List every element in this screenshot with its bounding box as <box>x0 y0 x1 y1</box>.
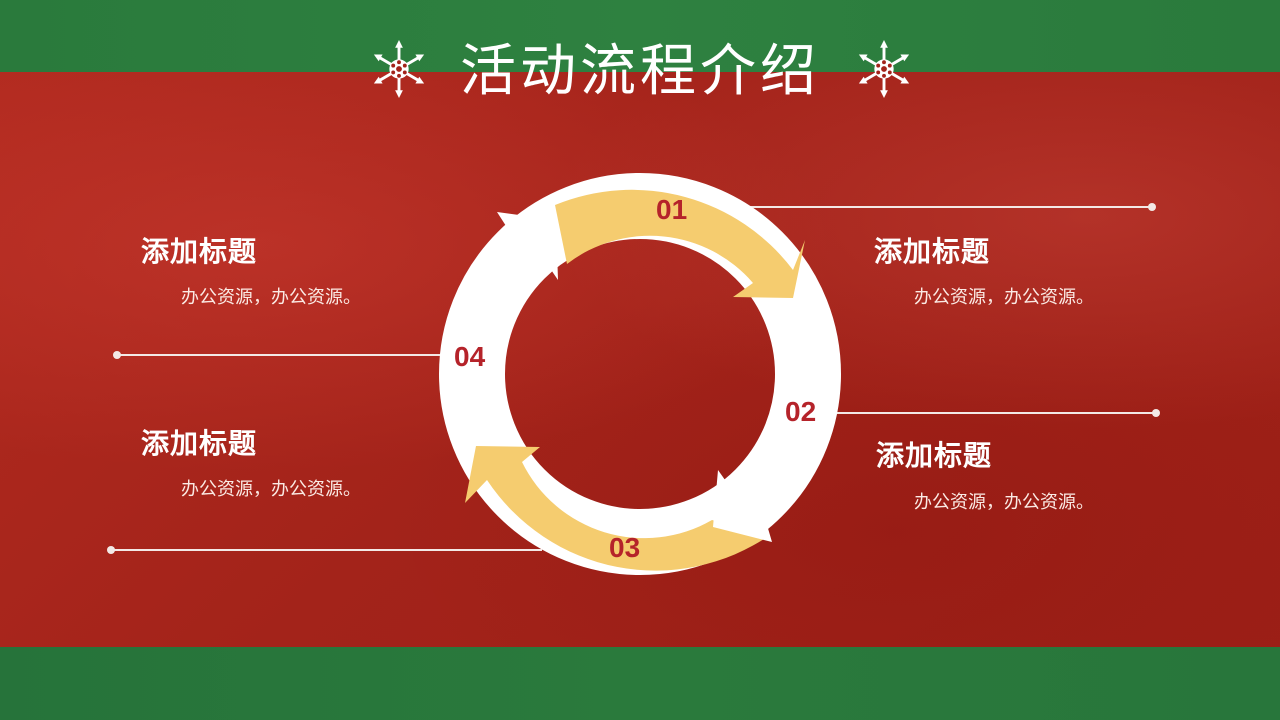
connector-line-03 <box>112 549 542 551</box>
step-title-04: 添加标题 <box>141 235 258 268</box>
step-desc-02: 办公资源，办公资源。 <box>914 492 1094 513</box>
connector-dot-04 <box>113 351 121 359</box>
step-desc-04: 办公资源，办公资源。 <box>181 287 361 308</box>
connector-line-02 <box>836 412 1156 414</box>
snowflake-icon <box>373 40 425 98</box>
step-desc-01: 办公资源，办公资源。 <box>914 287 1094 308</box>
step-number-02: 02 <box>785 396 817 427</box>
connector-dot-02 <box>1152 409 1160 417</box>
step-number-01: 01 <box>656 194 688 225</box>
arrow-head-02 <box>713 470 772 542</box>
arrow-segment-01 <box>555 189 805 298</box>
step-title-01: 添加标题 <box>874 235 991 268</box>
page-title: 活动流程介绍 <box>460 39 820 104</box>
connector-line-04 <box>118 354 440 356</box>
connector-line-01 <box>750 206 1152 208</box>
bottom-green-band <box>0 647 1280 720</box>
arrow-head-04 <box>497 212 558 280</box>
top-green-band <box>0 0 1280 72</box>
step-desc-03: 办公资源，办公资源。 <box>181 479 361 500</box>
connector-dot-03 <box>107 546 115 554</box>
step-number-03: 03 <box>609 532 641 563</box>
step-title-02: 添加标题 <box>876 439 993 472</box>
step-title-03: 添加标题 <box>141 427 258 460</box>
step-number-04: 04 <box>454 341 486 372</box>
snowflake-icon <box>858 40 910 98</box>
arrow-segment-03 <box>465 446 770 571</box>
connector-dot-01 <box>1148 203 1156 211</box>
